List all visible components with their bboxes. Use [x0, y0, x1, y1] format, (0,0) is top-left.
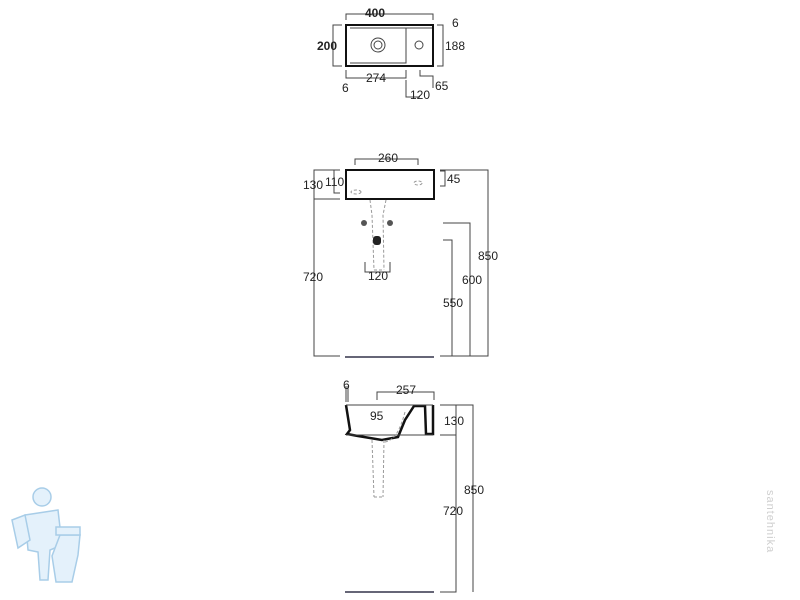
dim-drain-offset: 95	[370, 409, 384, 423]
dim-depth: 200	[317, 39, 337, 53]
dim-side-height: 130	[444, 414, 464, 428]
dim-bowl-width: 274	[366, 71, 386, 85]
dim-waste-height: 600	[462, 273, 482, 287]
dim-tap-height: 45	[447, 172, 461, 186]
dim-front-height: 130	[303, 178, 323, 192]
dim-side-total-height: 850	[464, 483, 484, 497]
dim-floor-height: 720	[303, 270, 323, 284]
dim-total-height: 850	[478, 249, 498, 263]
dim-width: 400	[365, 6, 385, 20]
dim-inner-height: 110	[325, 175, 344, 189]
dim-edge-left: 6	[342, 81, 349, 95]
dim-tap-margin: 65	[435, 79, 449, 93]
dim-edge: 6	[452, 16, 459, 30]
dim-inner-depth: 188	[445, 39, 465, 53]
dim-tap-offset: 120	[410, 88, 430, 102]
top-view: 400 200 188 6 6 274 120 65	[317, 6, 465, 102]
front-view: 260 130 110 45 850 600 550 720 120	[303, 151, 498, 358]
dim-side-floor-height: 720	[443, 504, 463, 518]
dim-front-bowl-width: 260	[378, 151, 398, 165]
dim-side-edge: 6	[343, 378, 350, 392]
side-view: 6 257 95 130 850 720	[343, 378, 484, 593]
watermark: santehnika	[764, 490, 776, 554]
dim-side-depth: 257	[396, 383, 416, 397]
dim-waste-spacing: 120	[368, 269, 388, 283]
dim-fixing-height: 550	[443, 296, 463, 310]
plumber-mascot-logo	[11, 487, 81, 583]
